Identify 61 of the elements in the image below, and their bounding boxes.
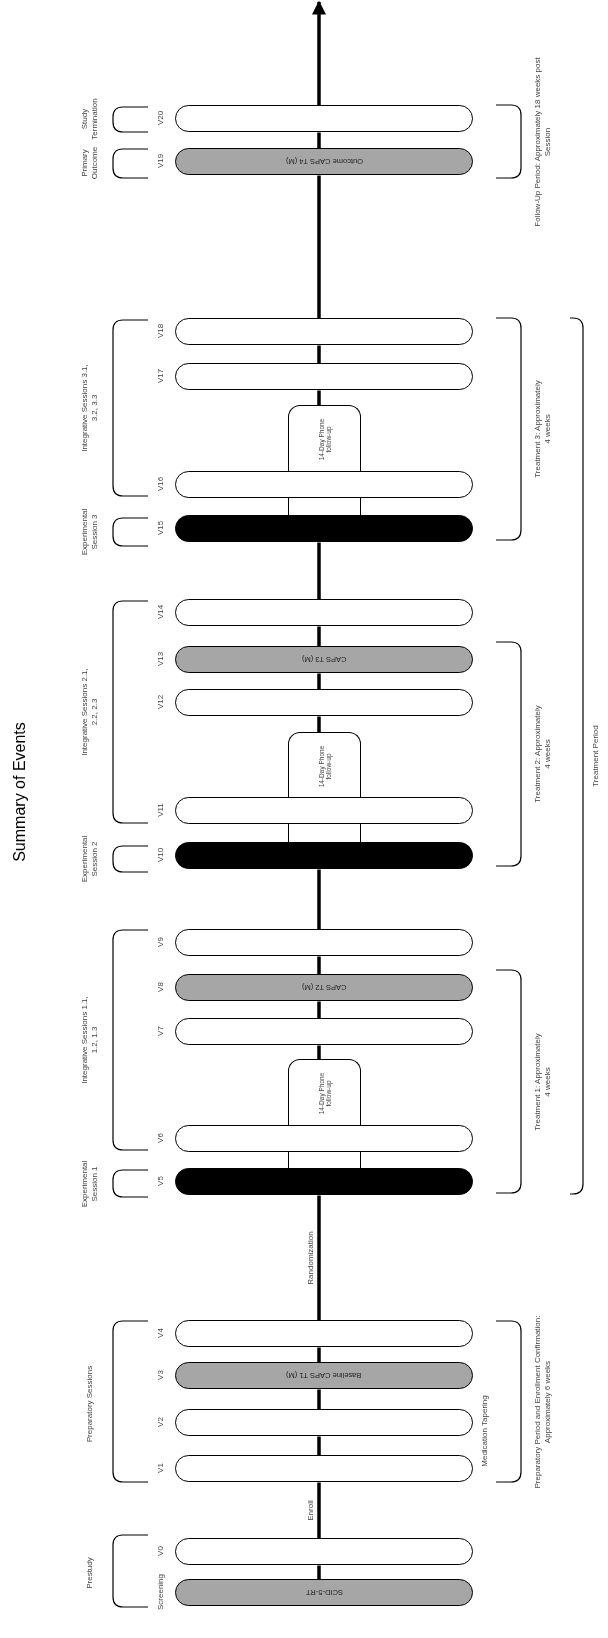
visit-label: V17 [155,368,165,384]
group-label: Prestudy [85,1556,95,1591]
timeline-line [317,1565,321,1580]
timeline-line [317,1436,321,1456]
group-label: Treatment 2: Approximately 4 weeks [533,704,553,804]
timeline-line [317,1045,321,1059]
visit-label: V1 [155,1463,165,1473]
group-label: Integrative Sessions 1.1, 1.2, 1.3 [80,995,100,1086]
timeline-line [317,1389,321,1410]
group-label: Preparatory Period and Enrollment Confirmation: Approximately 6 weeks [533,1314,553,1490]
visit-label: V0 [155,1546,165,1556]
group-label: Medication Tapering [480,1394,490,1469]
visit-label: V14 [155,604,165,620]
group-label: Study Termination [80,97,100,142]
timeline-line [317,1001,321,1019]
visit-label: V6 [155,1133,165,1143]
visit-label: V10 [155,847,165,863]
visit-label: V19 [155,153,165,169]
diagram-title: Summary of Events [10,722,30,862]
visit-label: V16 [155,476,165,492]
timeline-line [317,175,321,319]
group-label: Preparatory Sessions [85,1364,95,1445]
visit-label: V13 [155,651,165,667]
visit-label: V2 [155,1417,165,1427]
visit-label: V4 [155,1328,165,1338]
group-label: Treatment Period [591,724,601,789]
timeline-line [317,673,321,690]
group-label: Experimental Session 2 [80,834,100,885]
group-label: Integrative Sessions 3.1, 3.2, 3.3 [80,363,100,454]
visit-label: V5 [155,1176,165,1186]
group-label: Experimental Session 3 [80,507,100,558]
group-label: Experimental Session 1 [80,1159,100,1210]
group-label: Treatment 3: Approximately 4 weeks [533,379,553,479]
group-label: Primary Outcome [80,145,100,182]
timeline-line [317,1482,321,1539]
visit-label: V18 [155,323,165,339]
edge-label: Randomization [306,1231,316,1285]
visit-label: V7 [155,1026,165,1036]
timeline-line [317,1347,321,1363]
timeline-line [317,869,321,930]
timeline-line [317,626,321,647]
edge-label: Enroll [306,1500,316,1521]
visit-label: V20 [155,110,165,126]
visit-label: V11 [155,803,165,817]
timeline-line [317,390,321,405]
visit-label: V8 [155,982,165,992]
visit-label: V15 [155,520,165,536]
timeline-line [317,132,321,149]
group-label: Treatment 1: Approximately 4 weeks [533,1032,553,1132]
timeline-line [317,956,321,975]
timeline-line [317,1195,321,1321]
timeline-line [317,716,321,732]
group-label: Integrative Sessions 2.1, 2.2, 2.3 [80,667,100,758]
timeline-line [317,542,321,600]
visit-label: Screening [155,1574,165,1610]
visit-label: V9 [155,937,165,947]
group-label: Follow-Up Period: Approximately 18 weeks post Session [533,57,553,227]
timeline-arrow [312,0,326,106]
visit-label: V12 [155,694,165,710]
timeline-line [317,345,321,364]
visit-label: V3 [155,1370,165,1380]
